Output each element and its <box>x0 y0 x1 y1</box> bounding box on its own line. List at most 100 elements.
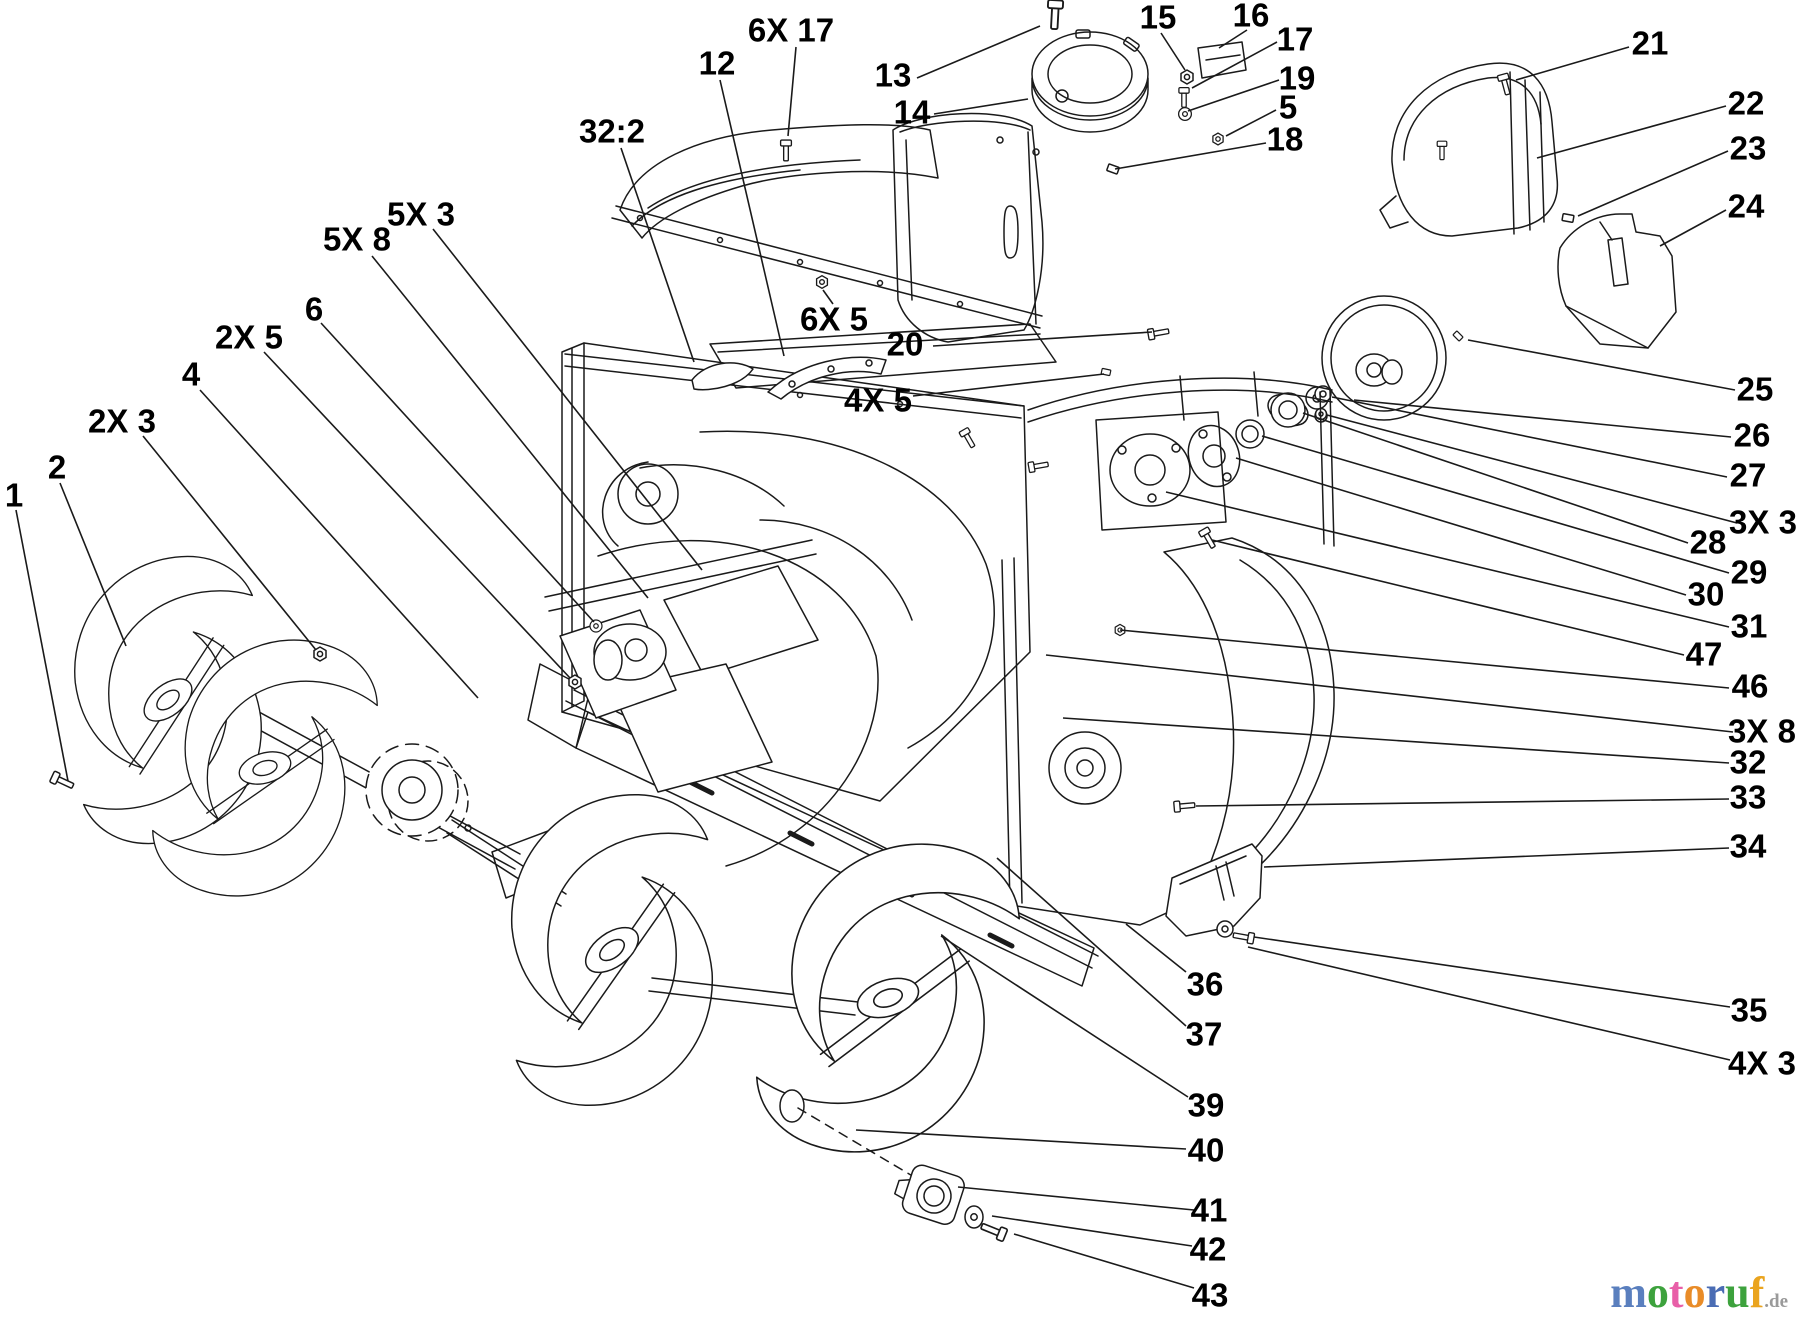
leader-line-27 <box>1331 396 1728 478</box>
part-belt-cover <box>1379 62 1559 237</box>
leader-line-4X-3 <box>1247 946 1731 1061</box>
leader-line-42 <box>991 1215 1193 1247</box>
leader-line-5X-3 <box>432 228 703 571</box>
brand-letter: m <box>1610 1268 1647 1317</box>
callout-label-23: 23 <box>1730 130 1767 167</box>
callout-label-13: 13 <box>875 57 912 94</box>
part-wear-strips <box>691 356 887 400</box>
part-chute-hardware <box>1045 0 1247 175</box>
leader-line-32-2 <box>620 147 695 363</box>
callout-label-1: 1 <box>5 477 23 514</box>
leader-line-41 <box>957 1186 1195 1211</box>
callout-label-16: 16 <box>1233 0 1270 34</box>
callout-label-46: 46 <box>1732 668 1769 705</box>
leader-line-1 <box>15 509 69 782</box>
leader-line-31 <box>1165 491 1730 628</box>
callout-label-4: 4 <box>182 356 201 393</box>
leader-line-2X-3 <box>142 435 317 651</box>
leader-line-5 <box>1225 109 1277 137</box>
callout-label-32-2: 32:2 <box>579 113 645 150</box>
leader-line-20 <box>932 331 1153 347</box>
leader-line-36 <box>1125 923 1187 973</box>
brand-tld: .de <box>1764 1291 1788 1312</box>
brand-letter: r <box>1705 1268 1726 1317</box>
callout-label-6X-5: 6X 5 <box>800 301 868 338</box>
callout-label-14: 14 <box>894 94 931 131</box>
callout-label-37: 37 <box>1186 1016 1223 1053</box>
leader-line-21 <box>1515 46 1630 81</box>
leader-line-37 <box>996 857 1187 1027</box>
brand-logo: motoruf.de <box>1610 1271 1788 1315</box>
leader-line-6X-5 <box>822 289 834 305</box>
callout-label-5: 5 <box>1279 89 1297 126</box>
leader-line-35 <box>1253 936 1731 1008</box>
leader-line-33 <box>1195 798 1730 807</box>
callout-label-12: 12 <box>699 45 736 82</box>
leader-line-26 <box>1353 399 1732 438</box>
callout-label-19: 19 <box>1279 60 1316 97</box>
leader-line-4 <box>199 389 479 699</box>
callout-label-32: 32 <box>1730 744 1767 781</box>
leader-line-32 <box>1062 717 1730 764</box>
callout-label-39: 39 <box>1188 1087 1225 1124</box>
leader-line-4X-5 <box>912 373 1105 397</box>
callout-label-4X-5: 4X 5 <box>844 382 912 419</box>
callout-label-22: 22 <box>1728 85 1765 122</box>
part-engine-pulley <box>1305 295 1447 423</box>
part-upper-auger-rakes <box>44 545 387 919</box>
callout-label-36: 36 <box>1187 966 1224 1003</box>
callout-label-4X-3: 4X 3 <box>1728 1045 1796 1082</box>
callout-label-29: 29 <box>1731 554 1768 591</box>
leader-line-18 <box>1114 142 1267 170</box>
callout-label-15: 15 <box>1140 0 1177 36</box>
part-chute-rail <box>611 205 1043 329</box>
leader-line-12 <box>719 79 785 357</box>
leader-line-34 <box>1263 847 1730 868</box>
leader-line-30 <box>1235 457 1687 596</box>
callout-label-40: 40 <box>1188 1132 1225 1169</box>
leader-line-2X-5 <box>263 351 571 679</box>
callout-label-21: 21 <box>1632 25 1669 62</box>
part-loose-fasteners <box>48 72 1575 813</box>
callout-label-24: 24 <box>1728 188 1765 225</box>
brand-letter: o <box>1646 1268 1669 1317</box>
leader-line-5X-8 <box>371 255 649 599</box>
callout-label-17: 17 <box>1277 21 1314 58</box>
callout-label-3X-8: 3X 8 <box>1728 713 1796 750</box>
brand-letter: u <box>1725 1268 1750 1317</box>
leader-line-3X-3 <box>1326 414 1738 524</box>
leader-line-3X-8 <box>1045 654 1734 733</box>
part-bearing-flange-set <box>1187 385 1332 488</box>
callout-label-5X-8: 5X 8 <box>323 221 391 258</box>
callout-label-2X-5: 2X 5 <box>215 319 283 356</box>
leader-line-23 <box>1577 150 1729 217</box>
callout-label-6X-17: 6X 17 <box>748 12 834 49</box>
part-lower-auger-assembly <box>446 784 1029 1243</box>
leader-line-47 <box>1211 539 1685 656</box>
callout-label-33: 33 <box>1730 779 1767 816</box>
part-impeller <box>544 539 879 867</box>
leader-line-46 <box>1119 629 1730 689</box>
callout-label-3X-3: 3X 3 <box>1729 504 1797 541</box>
brand-word: motoruf <box>1610 1268 1764 1317</box>
callout-label-34: 34 <box>1730 828 1767 865</box>
callout-label-2: 2 <box>48 449 66 486</box>
callout-label-30: 30 <box>1688 576 1725 613</box>
leader-line-14 <box>933 98 1029 115</box>
leader-line-6 <box>320 322 595 623</box>
callout-label-6: 6 <box>305 291 323 328</box>
leader-line-29 <box>1261 435 1730 574</box>
part-chute-ring <box>1031 29 1149 133</box>
part-discharge-chute <box>619 112 1057 389</box>
leader-line-43 <box>1013 1233 1195 1289</box>
callout-label-28: 28 <box>1690 524 1727 561</box>
callout-label-27: 27 <box>1730 457 1767 494</box>
leader-line-17 <box>1191 41 1278 89</box>
callout-label-47: 47 <box>1686 636 1723 673</box>
brand-letter: t <box>1668 1268 1684 1317</box>
callout-label-31: 31 <box>1731 608 1768 645</box>
callout-label-43: 43 <box>1192 1277 1229 1314</box>
